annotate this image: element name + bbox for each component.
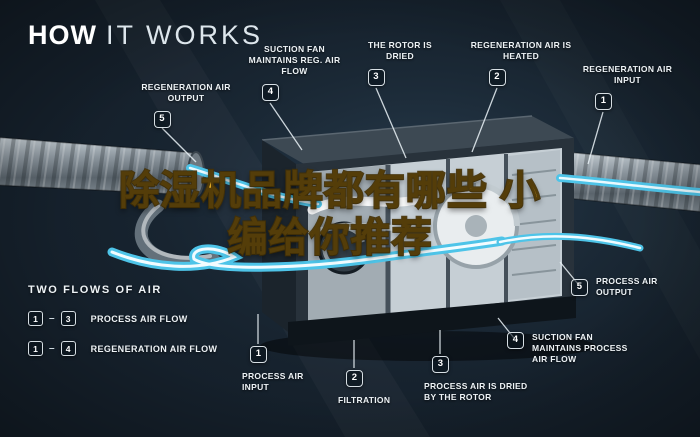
callout-rotor-is-dried: THE ROTOR IS DRIED 3 (360, 40, 440, 87)
legend-badge-from: 1 (28, 341, 43, 356)
callout-label: PROCESS AIR OUTPUT (596, 276, 658, 298)
chinese-headline: 除湿机品牌都有哪些 小 编给你推荐 (30, 168, 630, 262)
legend-dash: – (49, 313, 55, 324)
callout-regeneration-air-output: REGENERATION AIR OUTPUT 5 (130, 82, 242, 129)
callout-label: REGENERATION AIR OUTPUT (141, 82, 231, 104)
callout-filtration: 2 FILTRATION (338, 370, 418, 406)
legend-label: REGENERATION AIR FLOW (90, 343, 218, 354)
callout-label: REGENERATION AIR INPUT (582, 64, 673, 86)
callout-label: SUCTION FAN MAINTAINS PROCESS AIR FLOW (532, 332, 628, 365)
callout-process-air-input: 1 PROCESS AIR INPUT (242, 346, 324, 393)
title-bold: HOW (28, 20, 97, 50)
callout-label: SUCTION FAN MAINTAINS REG. AIR FLOW (248, 44, 341, 77)
callout-label: PROCESS AIR INPUT (242, 371, 304, 393)
step-badge-3: 3 (367, 69, 385, 87)
callout-suction-fan-reg: SUCTION FAN MAINTAINS REG. AIR FLOW 4 (247, 44, 342, 102)
legend-two-flows: TWO FLOWS OF AIR 1 – 3 PROCESS AIR FLOW … (28, 284, 217, 356)
legend-dash: – (49, 343, 55, 354)
step-badge-1: 1 (250, 346, 267, 363)
step-badge-5: 5 (571, 278, 588, 296)
callout-regeneration-air-input: REGENERATION AIR INPUT 1 (580, 64, 675, 111)
step-badge-4: 4 (507, 332, 524, 349)
step-badge-3: 3 (432, 356, 449, 373)
callout-suction-fan-process: 4 SUCTION FAN MAINTAINS PROCESS AIR FLOW (507, 332, 629, 365)
legend-badge-from: 1 (28, 311, 43, 326)
callout-process-air-output: 5 PROCESS AIR OUTPUT (571, 276, 685, 298)
step-badge-1: 1 (595, 93, 612, 111)
legend-badge-to: 3 (60, 311, 76, 326)
callout-label: REGENERATION AIR IS HEATED (470, 40, 572, 62)
legend-label: PROCESS AIR FLOW (90, 313, 188, 324)
callout-label: FILTRATION (338, 395, 391, 405)
headline-line-2: 编给你推荐 (227, 215, 433, 261)
headline-line-1: 除湿机品牌都有哪些 小 (118, 168, 542, 214)
legend-badge-to: 4 (60, 341, 76, 356)
legend-row-process: 1 – 3 PROCESS AIR FLOW (28, 311, 217, 326)
callout-label: PROCESS AIR IS DRIED BY THE ROTOR (424, 381, 528, 403)
callout-process-air-dried: 3 PROCESS AIR IS DRIED BY THE ROTOR (424, 356, 530, 403)
step-badge-4: 4 (262, 84, 279, 102)
page-title: HOW IT WORKS (28, 20, 263, 51)
callout-label: THE ROTOR IS DRIED (368, 40, 432, 62)
title-light: IT WORKS (105, 20, 263, 50)
legend-row-regeneration: 1 – 4 REGENERATION AIR FLOW (28, 341, 217, 356)
step-badge-2: 2 (488, 69, 506, 87)
step-badge-5: 5 (153, 111, 171, 129)
step-badge-2: 2 (346, 370, 363, 387)
callout-regeneration-air-heated: REGENERATION AIR IS HEATED 2 (466, 40, 576, 87)
legend-heading: TWO FLOWS OF AIR (28, 284, 162, 296)
